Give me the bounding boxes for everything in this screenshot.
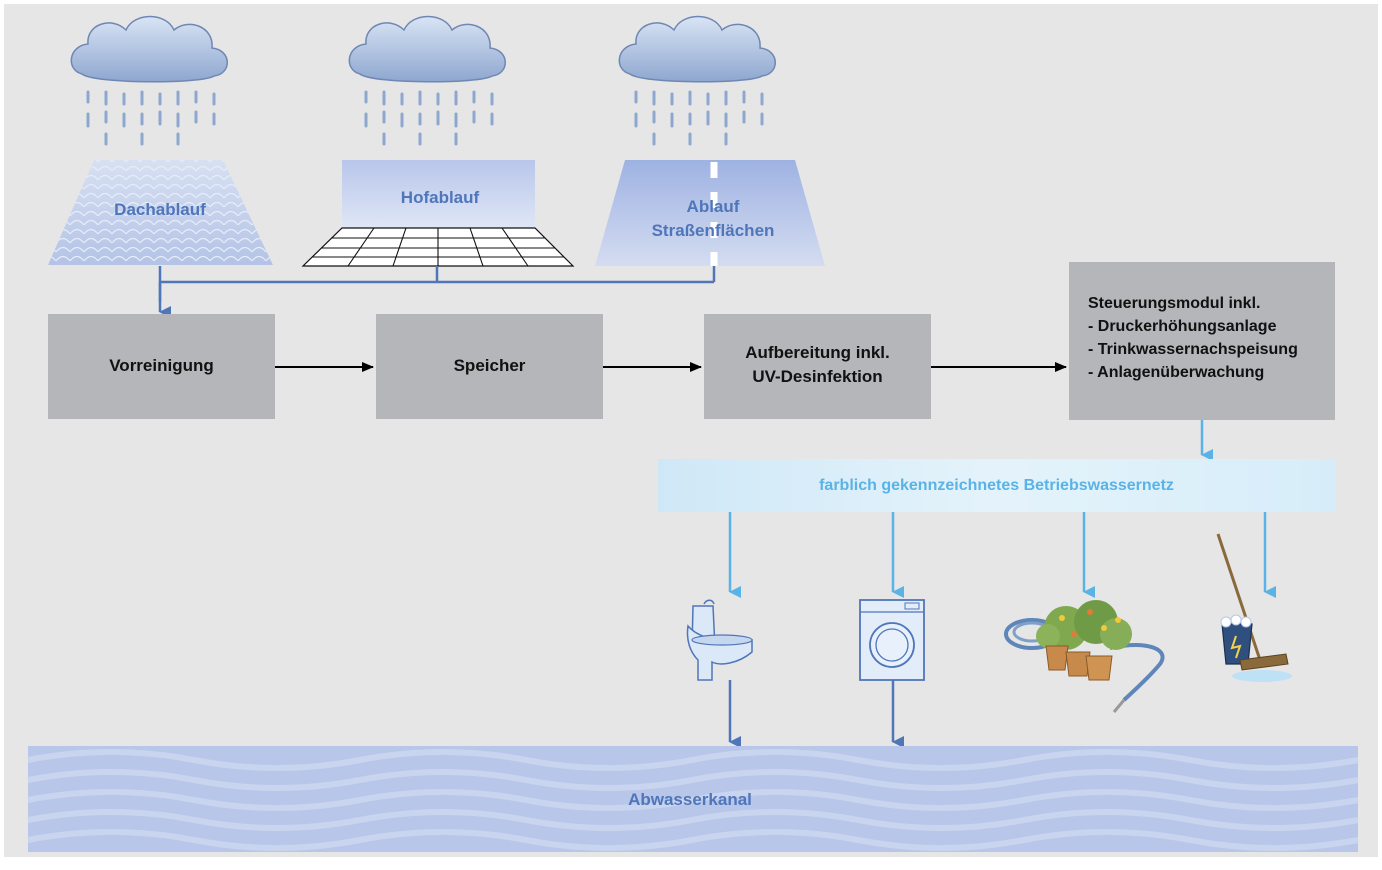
street-label-line1: Ablauf xyxy=(686,197,740,216)
street-label-line2: Straßenflächen xyxy=(651,221,775,240)
sewer-label: Abwasserkanal xyxy=(628,790,752,809)
storage-label: Speicher xyxy=(453,356,526,375)
control-title: Steuerungsmodul inkl. xyxy=(1088,295,1261,312)
treatment-box xyxy=(704,314,931,419)
treatment-label-line2: UV-Desinfektion xyxy=(752,367,883,386)
prefilter-box xyxy=(48,314,275,419)
storage-box xyxy=(376,314,603,419)
yard-label: Hofablauf xyxy=(400,188,480,207)
network-label: farblich gekennzeichnetes Betriebswasser… xyxy=(819,477,1174,494)
washing-machine-icon xyxy=(859,599,925,681)
garden-plants-icon xyxy=(1004,600,1165,713)
mop-bucket-icon xyxy=(1216,533,1292,682)
control-item: - Anlagenüberwachung xyxy=(1088,364,1265,381)
street-surface xyxy=(595,160,825,266)
sewer-channel xyxy=(27,746,1359,852)
roof-label: Dachablauf xyxy=(114,200,206,219)
toilet-icon xyxy=(686,599,753,681)
control-item: - Trinkwassernachspeisung xyxy=(1088,341,1298,358)
yard-surface xyxy=(301,160,575,267)
background-panel xyxy=(4,4,1378,857)
roof-surface xyxy=(48,160,273,265)
control-item: - Druckerhöhungsanlage xyxy=(1088,318,1277,335)
treatment-label-line1: Aufbereitung inkl. xyxy=(745,343,890,362)
prefilter-label: Vorreinigung xyxy=(109,356,214,375)
control-box xyxy=(1069,262,1335,420)
control-module-text: Steuerungsmodul inkl. - Druckerhöhungsan… xyxy=(1088,292,1328,384)
network-bar xyxy=(658,459,1335,512)
